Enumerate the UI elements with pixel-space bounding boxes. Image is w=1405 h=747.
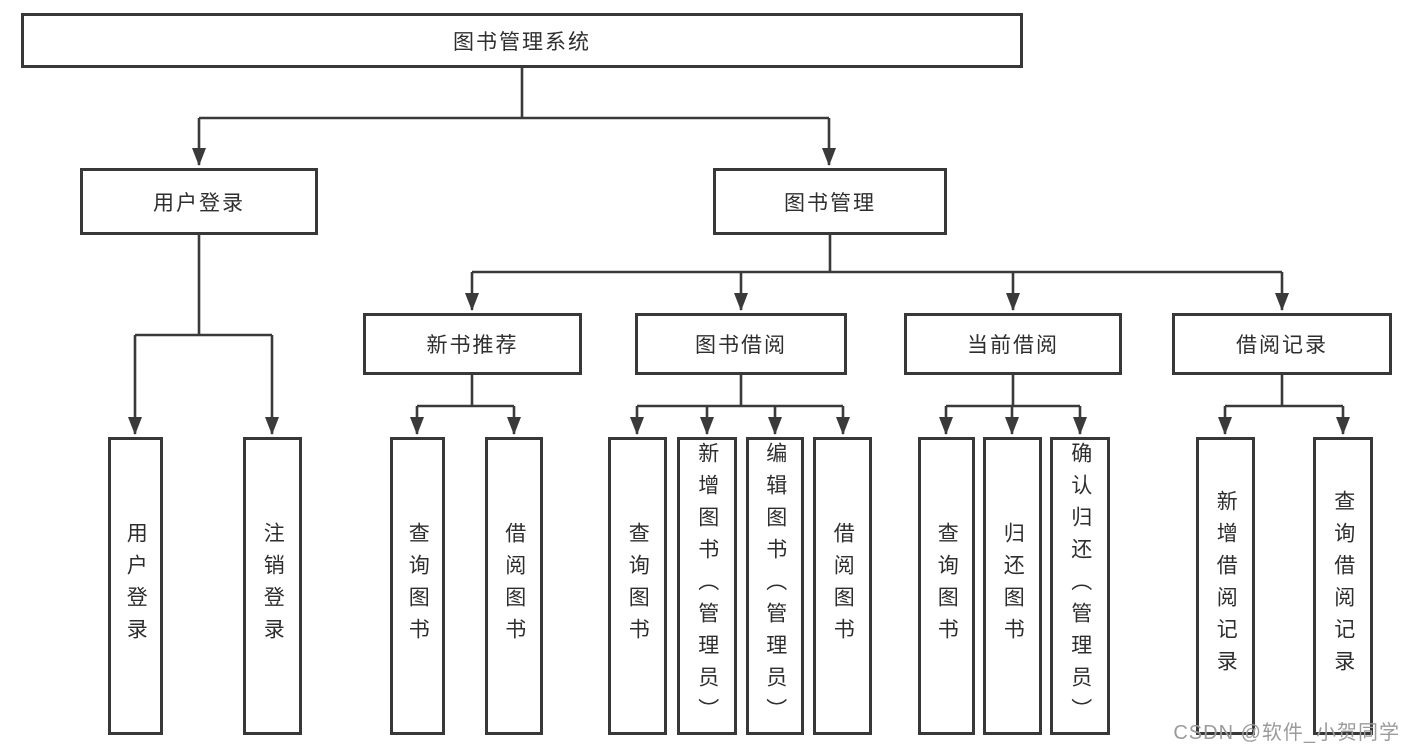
leaf-label: 新增图书（管理员）	[695, 442, 719, 730]
leaf-add-borrow-record: 新增借阅记录	[1196, 437, 1255, 735]
leaf-add-books-admin: 新增图书（管理员）	[677, 437, 737, 735]
node-label: 用户登录	[153, 191, 245, 215]
node-borrowing-records: 借阅记录	[1172, 313, 1392, 375]
leaf-query-borrow-record: 查询借阅记录	[1313, 437, 1373, 735]
node-library-management-system: 图书管理系统	[21, 13, 1023, 68]
leaf-label: 查询图书	[935, 522, 959, 650]
leaf-label: 用户登录	[124, 522, 148, 650]
leaf-label: 查询借阅记录	[1331, 490, 1355, 682]
leaf-query-books-borrowing: 查询图书	[608, 437, 667, 735]
node-new-book-recommendation: 新书推荐	[363, 313, 582, 375]
node-current-borrowing: 当前借阅	[904, 313, 1122, 375]
node-label: 图书借阅	[695, 334, 787, 357]
node-label: 借阅记录	[1236, 334, 1328, 357]
watermark: CSDN @软件_小贺同学	[1173, 722, 1400, 744]
leaf-label: 确认归还（管理员）	[1068, 442, 1092, 730]
leaf-label: 查询图书	[626, 522, 650, 650]
node-user-login: 用户登录	[80, 168, 318, 235]
node-book-borrowing: 图书借阅	[635, 313, 847, 375]
node-label: 图书管理系统	[453, 30, 591, 54]
leaf-query-books-recommend: 查询图书	[390, 437, 445, 735]
leaf-label: 归还图书	[1001, 522, 1025, 650]
leaf-label: 注销登录	[261, 522, 285, 650]
leaf-return-books: 归还图书	[983, 437, 1042, 735]
leaf-edit-books-admin: 编辑图书（管理员）	[746, 437, 804, 735]
leaf-label: 编辑图书（管理员）	[763, 442, 787, 730]
leaf-query-books-current: 查询图书	[918, 437, 975, 735]
node-label: 新书推荐	[426, 334, 519, 357]
leaf-borrow-books-borrowing: 借阅图书	[813, 437, 872, 735]
leaf-confirm-return-admin: 确认归还（管理员）	[1050, 437, 1110, 735]
leaf-label: 借阅图书	[502, 522, 526, 650]
leaf-label: 借阅图书	[831, 522, 855, 650]
leaf-user-login: 用户登录	[108, 437, 163, 735]
node-book-management: 图书管理	[713, 168, 947, 235]
leaf-label: 新增借阅记录	[1214, 490, 1238, 682]
leaf-label: 查询图书	[406, 522, 430, 650]
node-label: 图书管理	[784, 191, 876, 215]
leaf-logout: 注销登录	[243, 437, 302, 735]
leaf-borrow-books-recommend: 借阅图书	[485, 437, 543, 735]
node-label: 当前借阅	[967, 334, 1059, 357]
